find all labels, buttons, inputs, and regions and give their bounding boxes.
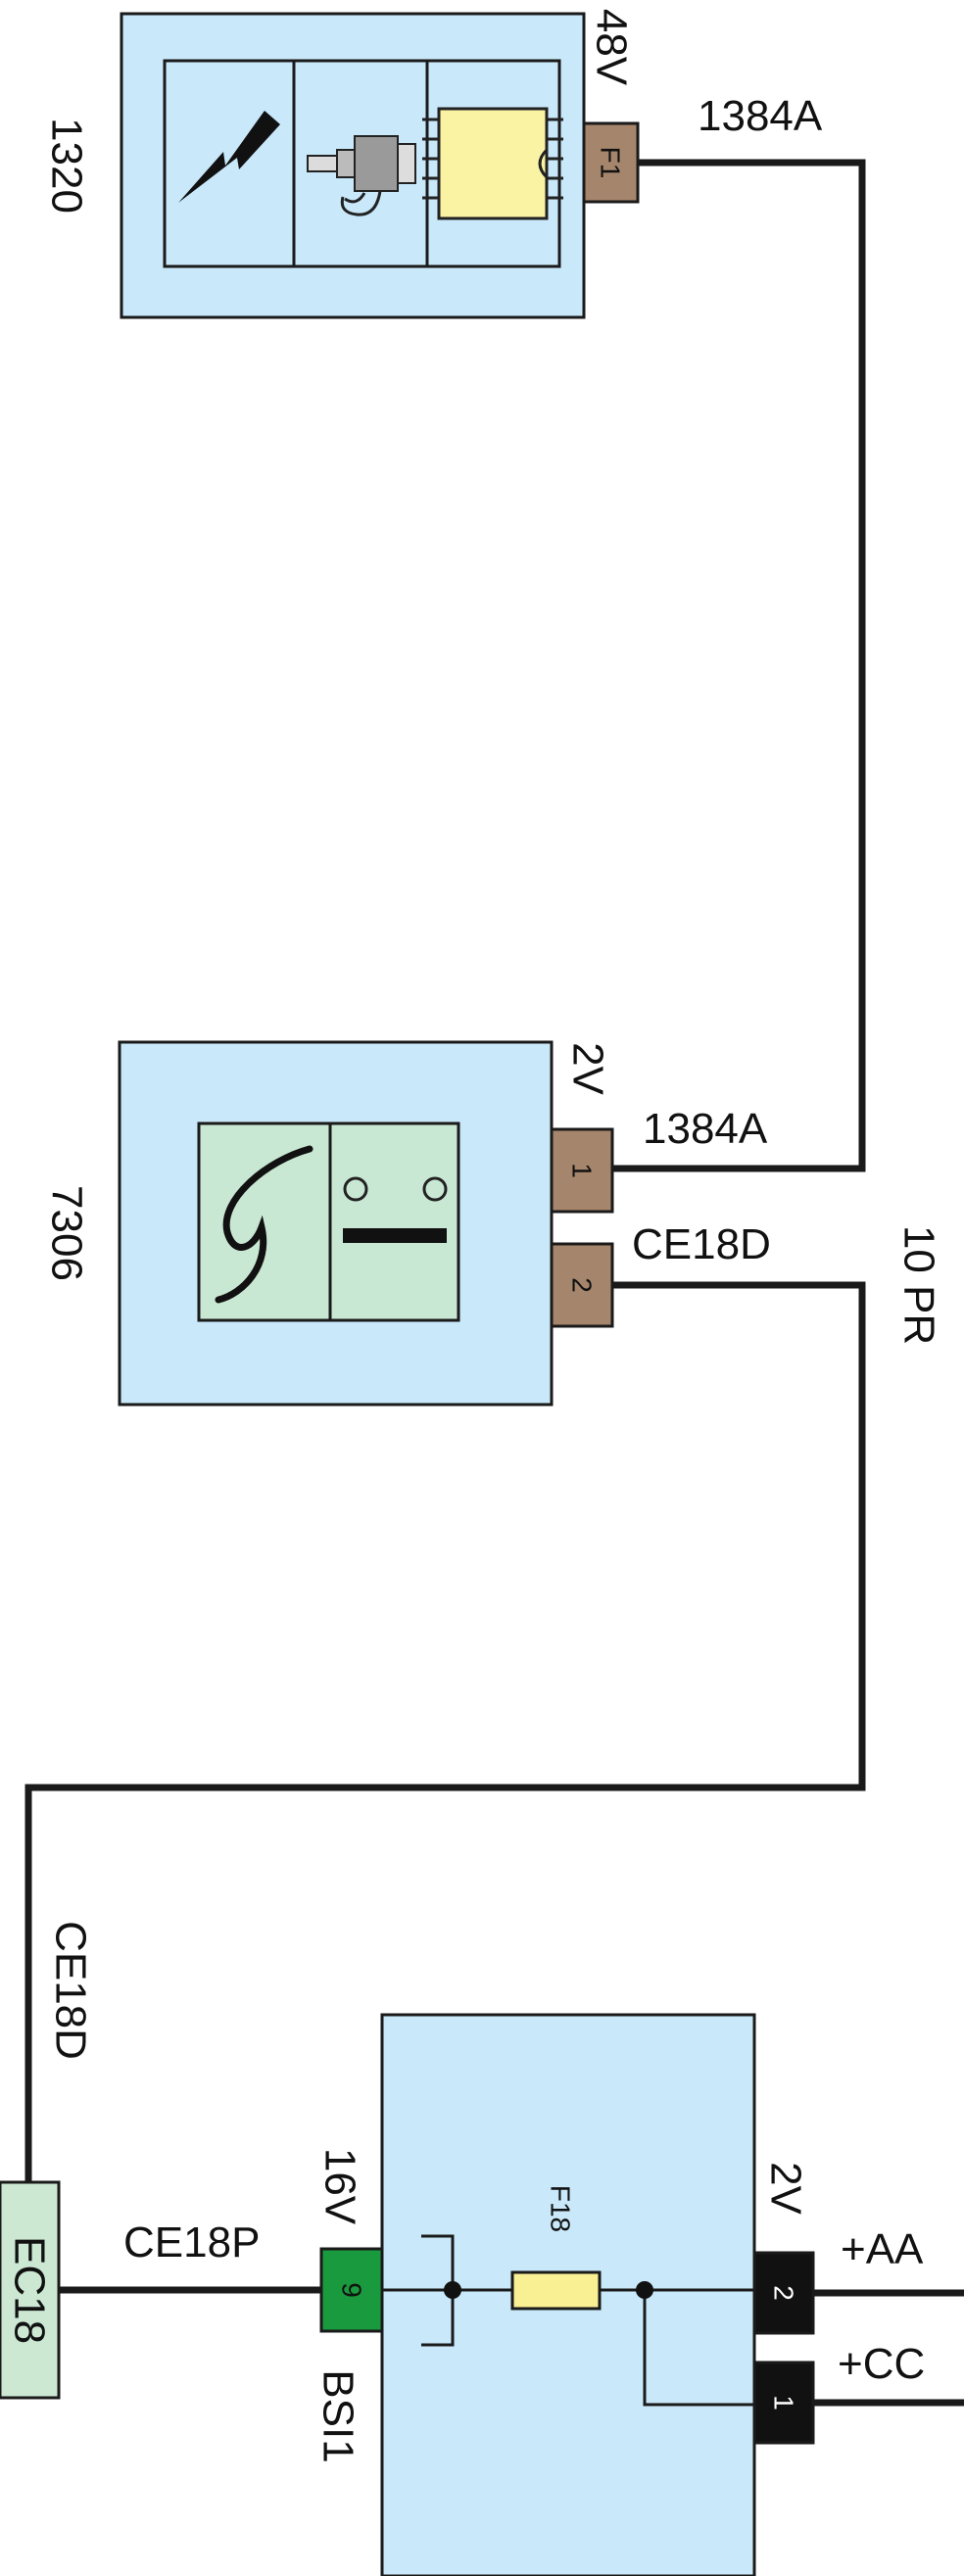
- pin-2-label: 2: [567, 1277, 598, 1293]
- connector-pin-2-bsi[interactable]: [752, 2251, 815, 2335]
- component-bsi1[interactable]: F18 9 16V 2 1 2V +AA +CC BSI1: [314, 2013, 926, 2576]
- wire-label-1384a-top: 1384A: [698, 92, 823, 140]
- wire-ce18d[interactable]: [24, 1281, 866, 2182]
- pin-9-label: 9: [337, 2282, 367, 2298]
- component-id-bsi1: BSI1: [314, 2369, 362, 2462]
- wire-label-1384a-bottom: 1384A: [643, 1105, 768, 1153]
- component-id-7306: 7306: [43, 1185, 91, 1281]
- chip-icon: [422, 107, 563, 220]
- supply-label-plus-aa: +AA: [841, 2225, 924, 2273]
- connector-ec18[interactable]: CE18D EC18 CE18P: [0, 1921, 260, 2400]
- wire-1384a[interactable]: [612, 159, 866, 1172]
- component-7306[interactable]: 1 2 7306 2V 1384A CE18D: [43, 1040, 771, 1407]
- connector-ways-2v-7306: 2V: [564, 1042, 612, 1095]
- connector-f1[interactable]: [582, 121, 640, 204]
- face-icon: [343, 1176, 448, 1243]
- component-id-1320: 1320: [43, 118, 91, 214]
- connector-pin-1[interactable]: [550, 1127, 614, 1214]
- fuse-f18[interactable]: [510, 2270, 602, 2311]
- wires: [24, 159, 964, 2407]
- curve-sensor-icon: [215, 1145, 313, 1304]
- fuse-f18-label: F18: [546, 2185, 576, 2232]
- junction-left: [444, 2281, 461, 2299]
- pin-1-label: 1: [567, 1163, 598, 1178]
- connector-pin-1-bsi[interactable]: [752, 2361, 815, 2445]
- wire-label-ce18d-left: CE18D: [47, 1921, 95, 2060]
- ec18-label: EC18: [6, 2236, 54, 2344]
- connector-pin-9[interactable]: [319, 2247, 384, 2333]
- supply-label-plus-cc: +CC: [838, 2340, 925, 2388]
- wire-label-ce18p: CE18P: [123, 2218, 260, 2266]
- connector-ways-48v: 48V: [588, 9, 636, 86]
- junction-right: [636, 2281, 653, 2299]
- connector-ways-2v-bsi: 2V: [762, 2162, 810, 2215]
- ec18-block[interactable]: [0, 2180, 61, 2400]
- component-1320[interactable]: F1 1320 48V 1384A: [43, 9, 823, 319]
- pin-f1-label: F1: [596, 147, 626, 179]
- connector-ways-16v: 16V: [316, 2148, 364, 2225]
- lightning-icon: [178, 111, 280, 203]
- wire-label-ce18d-top: CE18D: [632, 1220, 771, 1268]
- harness-label-10pr: 10 PR: [895, 1225, 943, 1345]
- pin-1-bsi-label: 1: [769, 2395, 799, 2410]
- pin-2-bsi-label: 2: [769, 2285, 799, 2301]
- injector-icon: [307, 135, 416, 216]
- connector-pin-2[interactable]: [550, 1242, 614, 1328]
